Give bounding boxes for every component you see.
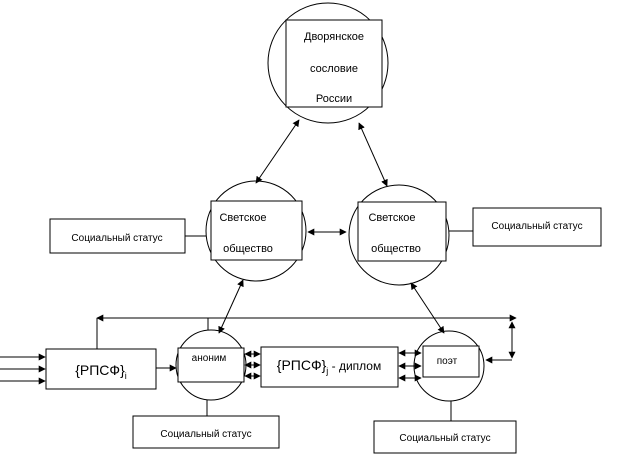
anonym-label: аноним <box>192 353 227 364</box>
status-bottom-left-label: Социальный статус <box>160 429 251 440</box>
status-left-node: Социальный статус <box>49 218 206 254</box>
rpsf-j-label: {РПСФ}j - диплом <box>277 357 381 376</box>
status-bottom-left-node: Социальный статус <box>132 400 280 449</box>
rpsf-i-sub: i <box>125 371 127 381</box>
nobility-label-line2: сословие <box>310 63 358 75</box>
status-right-box <box>472 207 602 247</box>
rpsf-j-sub: j <box>325 366 328 376</box>
status-bottom-right-label: Социальный статус <box>399 433 490 444</box>
rpsf-j-main: {РПСФ} <box>277 357 327 373</box>
rpsf-j-box <box>260 346 399 388</box>
rpsf-i-node: {РПСФ}i <box>45 348 157 390</box>
rpsf-j-suffix: - диплом <box>328 359 381 373</box>
arrow-nobility-society-right <box>358 122 388 187</box>
society-right-box <box>357 201 447 262</box>
poet-node: поэт <box>413 330 485 402</box>
arrow-society-left-anonym <box>218 279 244 334</box>
nobility-node: Дворянское сословие России <box>267 2 389 124</box>
poet-box <box>422 345 480 378</box>
rpsf-i-main: {РПСФ} <box>75 362 125 378</box>
society-left-label-line2: общество <box>223 243 273 255</box>
status-left-label: Социальный статус <box>71 233 162 244</box>
rpsf-i-label: {РПСФ}i <box>75 362 127 381</box>
nobility-label-line1: Дворянское <box>304 31 364 43</box>
status-bottom-right-node: Социальный статус <box>373 401 517 454</box>
rpsf-i-box <box>45 348 157 390</box>
status-right-node: Социальный статус <box>449 207 602 247</box>
nobility-label-line3: России <box>316 93 352 105</box>
poet-label: поэт <box>437 356 458 367</box>
arrow-society-left-nobility <box>255 119 300 184</box>
rpsf-j-node: {РПСФ}j - диплом <box>260 346 399 388</box>
status-right-label: Социальный статус <box>491 221 582 232</box>
anonym-node: аноним <box>175 329 247 401</box>
society-left-box <box>210 200 303 261</box>
society-left-node: Светское общество <box>205 180 307 282</box>
arrow-society-right-poet <box>410 282 445 334</box>
society-right-label-line2: общество <box>371 243 421 255</box>
status-left-box <box>49 218 186 254</box>
status-bottom-left-box <box>132 415 280 449</box>
society-right-node: Светское общество <box>348 184 450 286</box>
status-bottom-right-box <box>373 420 517 454</box>
anonym-box <box>177 347 245 383</box>
society-left-label-line1: Светское <box>219 212 266 224</box>
nobility-box <box>285 19 383 108</box>
society-right-label-line1: Светское <box>368 212 415 224</box>
